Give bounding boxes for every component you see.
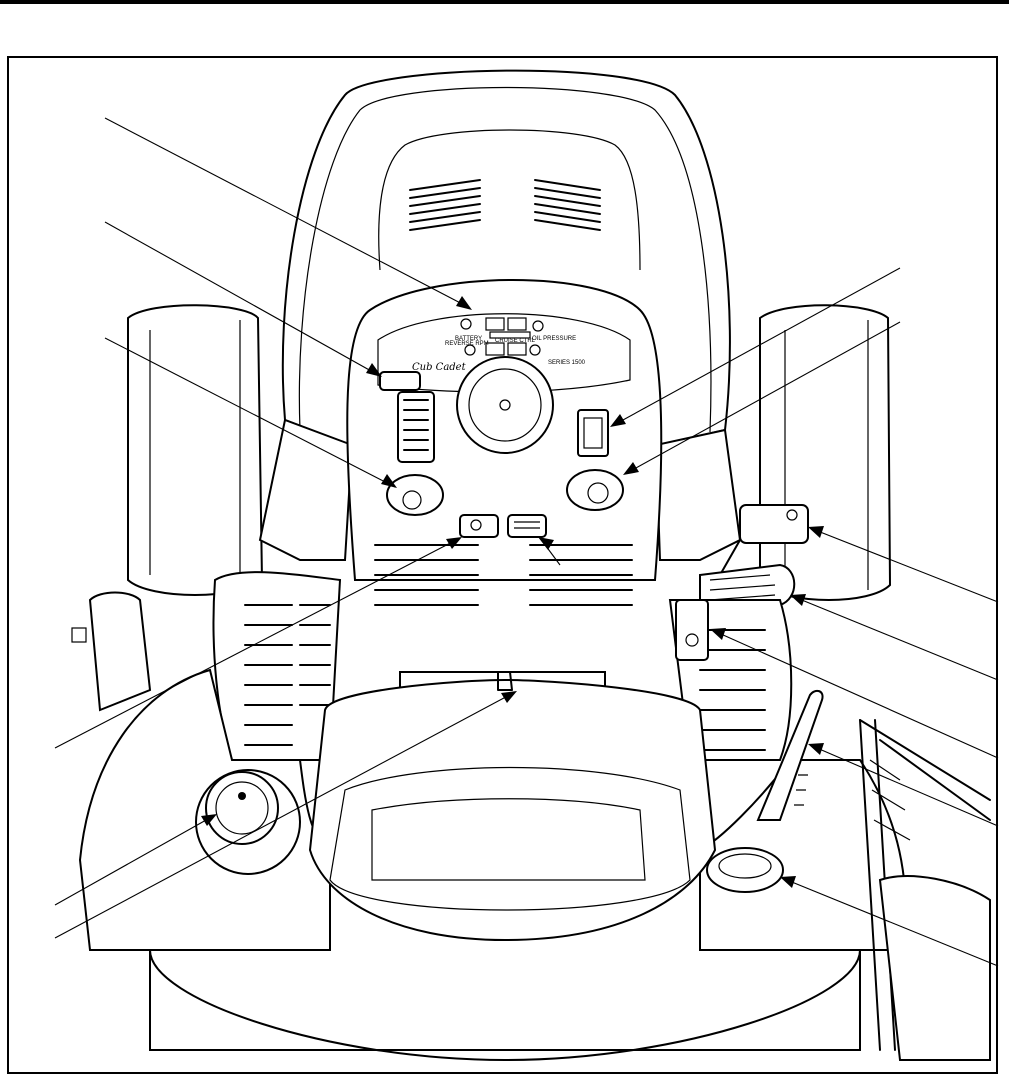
arrow-seat-adjust [501, 691, 517, 703]
arrow-fuel-cap [201, 814, 217, 826]
pto-switch-left [459, 514, 499, 538]
ignition-switch [566, 469, 624, 511]
leader-throttle [104, 221, 381, 377]
dash-grille-right [529, 544, 633, 606]
reverse-label: REVERSE RPM [445, 341, 489, 347]
arrow-headlight-switch [610, 414, 626, 427]
left-footrest [212, 571, 342, 761]
series-label: SERIES 1500 [548, 360, 586, 366]
left-side-shroud [258, 418, 354, 561]
arrow-forward-pedal [790, 594, 806, 606]
brand-logo: Cub Cadet [412, 362, 467, 373]
right-rear-wheel [759, 304, 892, 601]
steering-column [456, 356, 554, 454]
arrow-choke [381, 474, 397, 488]
leader-lines [54, 117, 999, 967]
throttle-lever [379, 371, 435, 463]
choke-knob [386, 474, 444, 516]
arrow-brake-pedal [710, 628, 726, 640]
arrow-deck-lift [808, 743, 824, 755]
leader-battery-indicator [104, 117, 471, 309]
dash-grille-left [374, 544, 479, 606]
oil-pressure-label: OIL PRESSURE [532, 336, 576, 342]
engine-side-detail [71, 591, 152, 712]
leader-choke [104, 337, 396, 488]
leader-seat-adjust [54, 691, 516, 939]
leader-pto-left [54, 537, 461, 749]
arrow-cruise-control [808, 526, 824, 538]
headlight-switch [577, 409, 609, 457]
arrow-throttle [366, 363, 382, 377]
rear-body [149, 949, 861, 1062]
fuel-cap [195, 769, 301, 875]
leader-cup-holder [781, 877, 999, 967]
leader-cruise-control [809, 527, 999, 603]
cup-holder [706, 847, 784, 893]
pto-switch-right [507, 514, 547, 538]
left-rear-wheel [127, 304, 264, 596]
leader-deck-lift [809, 744, 999, 827]
mower-deck-right [859, 719, 991, 1061]
leader-forward-pedal [791, 595, 999, 681]
deck-lift-lever [756, 689, 824, 821]
leader-brake-pedal [711, 629, 999, 759]
seat [308, 671, 717, 942]
leader-ignition [624, 321, 901, 475]
top-rule [0, 0, 1009, 4]
arrow-ignition [623, 462, 639, 475]
hood-vent-left [409, 179, 481, 231]
cruise-label: CRUISE CTRL [495, 338, 536, 344]
arrow-pto-right [538, 537, 554, 550]
hood-vent-right [534, 179, 601, 231]
brake-pedal [675, 599, 709, 661]
battery-label: BATTERY [455, 336, 482, 342]
arrow-cup-holder [780, 876, 796, 888]
leader-fuel-cap [54, 814, 216, 906]
leader-headlight-switch [611, 267, 901, 427]
instrument-cluster: BATTERY OIL PRESSURE CRUISE CTRL REVERSE… [412, 317, 586, 373]
callout-arrowheads [201, 296, 824, 888]
right-side-shroud [654, 428, 742, 561]
arrow-pto-left [446, 537, 462, 549]
arrow-battery-indicator [456, 296, 472, 310]
